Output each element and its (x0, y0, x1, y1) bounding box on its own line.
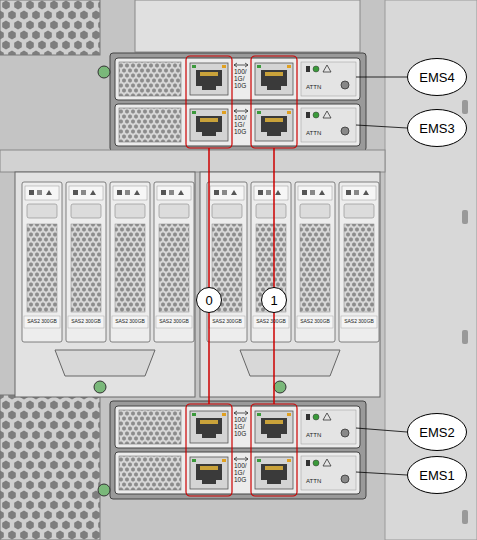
cable-number: 1 (261, 287, 287, 313)
rail-slot (462, 210, 468, 224)
node-text: EMS3 (419, 122, 454, 135)
port-highlight (251, 56, 297, 148)
disk-drive (110, 182, 150, 342)
outline-ellipse (262, 288, 287, 313)
leader-line (356, 125, 407, 128)
node-text: EMS1 (419, 469, 454, 482)
disk-drive (154, 182, 194, 342)
upper-unit (135, 0, 360, 52)
disk-drive (207, 182, 247, 342)
ems-module (115, 104, 360, 146)
disk-drive (339, 182, 379, 342)
node-text: 1 (270, 294, 277, 307)
attention-label: ATTN (306, 84, 328, 90)
disk-drive (22, 182, 62, 342)
drive-label: SAS2 300GB (297, 319, 333, 324)
side-rail (385, 0, 477, 540)
ems-module (115, 406, 360, 448)
cage-handle (240, 350, 340, 376)
drive-label: SAS2 300GB (253, 319, 289, 324)
cable-line (273, 148, 275, 404)
drive-label: SAS2 300GB (156, 319, 192, 324)
green-screw (98, 484, 110, 496)
node-text: EMS2 (419, 426, 454, 439)
cable-line (208, 148, 210, 404)
green-screw (98, 66, 110, 78)
drive-label: SAS2 300GB (341, 319, 377, 324)
outline-ellipse (408, 414, 467, 451)
port-highlight (251, 404, 297, 496)
callout-ellipse: EMS3 (407, 109, 467, 147)
port-speed-label: 100/ 1G/ 10G (234, 416, 250, 437)
drive-label: SAS2 300GB (68, 319, 104, 324)
cage-handle (55, 350, 155, 376)
disk-drive (295, 182, 335, 342)
outline-ellipse (408, 59, 467, 96)
drive-label: SAS2 300GB (24, 319, 60, 324)
vent-grille (0, 395, 100, 540)
port-highlight (186, 404, 232, 496)
port-speed-label: 100/ 1G/ 10G (234, 114, 250, 135)
leader-line (356, 472, 407, 475)
module-frame (110, 401, 366, 499)
port-highlight (186, 56, 232, 148)
ems-module (115, 452, 360, 494)
attention-label: ATTN (306, 432, 328, 438)
leader-line (356, 77, 407, 78)
outline-ellipse (408, 110, 467, 147)
port-speed-label: 100/ 1G/ 10G (234, 68, 250, 89)
attention-label: ATTN (306, 130, 328, 136)
green-screw (94, 381, 106, 393)
rail-slot (462, 510, 468, 524)
rail-slot (462, 100, 468, 114)
module-frame (110, 53, 366, 151)
port-speed-label: 100/ 1G/ 10G (234, 462, 250, 483)
vent-grille (0, 0, 100, 55)
outline-ellipse (197, 288, 222, 313)
drive-cage (15, 172, 195, 397)
ems-module (115, 58, 360, 100)
drive-label: SAS2 300GB (112, 319, 148, 324)
leader-line (356, 428, 407, 432)
node-text: 0 (205, 294, 212, 307)
rail-slot (462, 330, 468, 344)
callout-ellipse: EMS2 (407, 413, 467, 451)
outline-ellipse (408, 457, 467, 494)
cable-number: 0 (196, 287, 222, 313)
attention-label: ATTN (306, 478, 328, 484)
drive-label: SAS2 300GB (209, 319, 245, 324)
disk-drive (66, 182, 106, 342)
chassis-beam (0, 150, 385, 172)
drive-cage (200, 172, 380, 397)
disk-drive (251, 182, 291, 342)
callout-ellipse: EMS4 (407, 58, 467, 96)
green-screw (274, 381, 286, 393)
callout-ellipse: EMS1 (407, 456, 467, 494)
node-text: EMS4 (419, 71, 454, 84)
